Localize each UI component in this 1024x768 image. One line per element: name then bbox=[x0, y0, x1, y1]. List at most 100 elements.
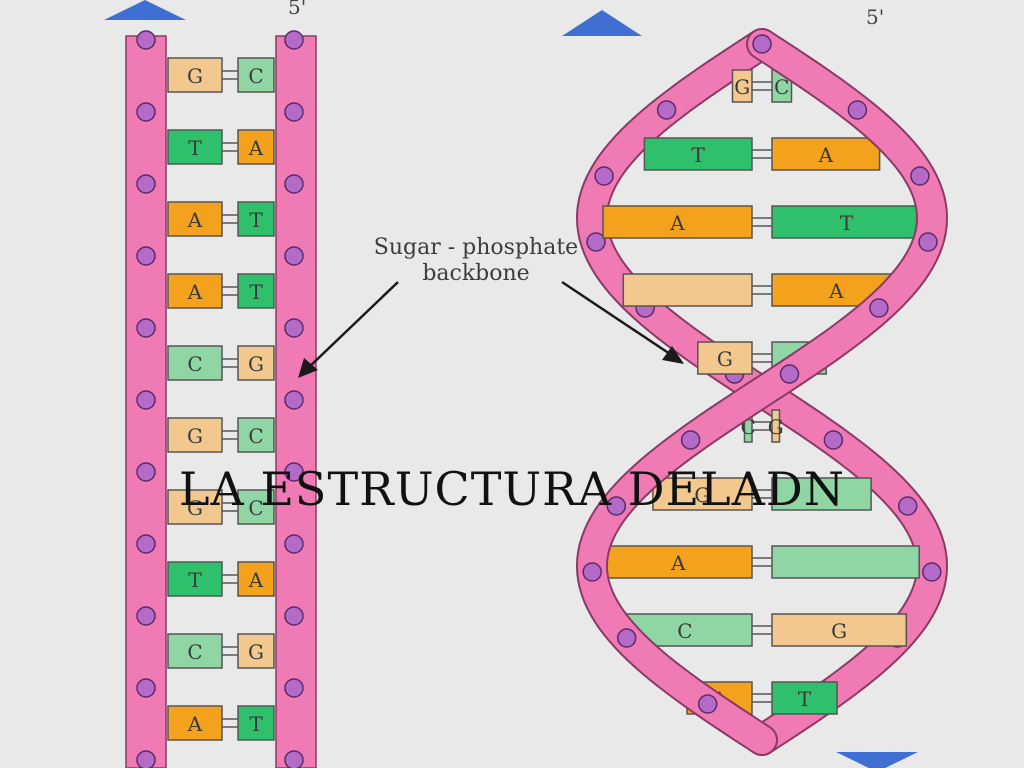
helix-base-left-label: G bbox=[717, 347, 733, 371]
phosphate-group bbox=[606, 496, 627, 516]
helix-top-end-marker bbox=[562, 10, 642, 36]
phosphate-group bbox=[284, 606, 304, 626]
phosphate-group bbox=[779, 364, 800, 384]
arrow-to-helix bbox=[561, 280, 677, 360]
phosphate-group bbox=[136, 678, 156, 698]
ladder-base-right-label: T bbox=[249, 208, 263, 232]
phosphate-group bbox=[697, 694, 718, 714]
ladder-base-left-label: A bbox=[187, 208, 203, 232]
ladder-base-left-label: A bbox=[187, 712, 203, 736]
helix-base-left bbox=[643, 137, 753, 171]
ladder-base-left bbox=[167, 345, 223, 381]
ladder-base-left-label: T bbox=[188, 568, 202, 592]
phosphate-group bbox=[136, 606, 156, 626]
helix-base-right bbox=[771, 545, 920, 579]
ladder-base-left bbox=[167, 489, 223, 525]
phosphate-group bbox=[284, 534, 304, 554]
phosphate-group bbox=[284, 30, 304, 50]
ladder-base-right-label: C bbox=[248, 424, 263, 448]
ladder-base-left-label: C bbox=[187, 352, 202, 376]
helix-base-right bbox=[771, 137, 881, 171]
helix-base-pair: A bbox=[604, 545, 920, 579]
phosphate-group bbox=[284, 390, 304, 410]
phosphate-group bbox=[897, 496, 918, 516]
ladder-base-left-label: G bbox=[187, 424, 203, 448]
helix-base-left bbox=[622, 273, 753, 307]
helix-base-left-label: G bbox=[734, 75, 750, 99]
ladder-phosphates bbox=[136, 30, 304, 768]
ladder-base-right bbox=[237, 201, 275, 237]
phosphate-group bbox=[847, 100, 868, 120]
phosphate-group bbox=[136, 246, 156, 266]
ladder-base-left bbox=[167, 57, 223, 93]
ladder-base-right-label: G bbox=[248, 352, 264, 376]
ladder-base-left bbox=[167, 273, 223, 309]
ladder-base-right-label: A bbox=[248, 568, 264, 592]
helix-base-right-label: T bbox=[798, 687, 812, 711]
helix-base-pair: A bbox=[622, 273, 902, 307]
ladder-base-right bbox=[237, 633, 275, 669]
phosphate-group bbox=[136, 534, 156, 554]
ladder-base-left bbox=[167, 129, 223, 165]
helix-base-pair: G bbox=[652, 477, 872, 511]
ladder-base-left bbox=[167, 633, 223, 669]
phosphate-group bbox=[586, 232, 606, 252]
phosphate-group bbox=[616, 628, 637, 648]
phosphate-group bbox=[136, 390, 156, 410]
helix-base-right-label: T bbox=[840, 211, 854, 235]
ladder-base-left-label: G bbox=[187, 64, 203, 88]
ladder-base-left-label: T bbox=[188, 136, 202, 160]
ladder-base-right-label: G bbox=[248, 640, 264, 664]
helix-base-left-label: C bbox=[677, 619, 692, 643]
ladder-base-right-label: A bbox=[248, 136, 264, 160]
ladder-base-right bbox=[237, 561, 275, 597]
phosphate-group bbox=[680, 430, 701, 450]
helix-base-left bbox=[697, 341, 753, 375]
ladder-base-left-label: A bbox=[187, 280, 203, 304]
helix-strand-front-ribbon bbox=[577, 30, 947, 754]
ladder-base-left-label: C bbox=[187, 640, 202, 664]
phosphate-group bbox=[136, 30, 156, 50]
helix-base-right bbox=[771, 409, 781, 443]
phosphate-group bbox=[136, 318, 156, 338]
ladder-base-right-label: C bbox=[248, 64, 263, 88]
helix-base-left-label: T bbox=[692, 143, 706, 167]
arrow-to-ladder-head bbox=[298, 358, 318, 378]
helix-base-left-label: A bbox=[669, 211, 685, 235]
phosphate-group bbox=[910, 166, 930, 186]
helix-base-right bbox=[771, 477, 872, 511]
phosphate-group bbox=[656, 100, 677, 120]
ladder-base-left bbox=[167, 201, 223, 237]
annotation-line-2: backbone bbox=[422, 261, 529, 286]
helix-base-right-label: A bbox=[818, 143, 834, 167]
phosphate-group bbox=[136, 174, 156, 194]
ladder-base-right-label: C bbox=[248, 496, 263, 520]
phosphate-group bbox=[136, 750, 156, 768]
helix-base-right bbox=[771, 205, 922, 239]
helix-base-right bbox=[771, 613, 908, 647]
ladder-top-end-marker bbox=[104, 0, 186, 20]
page-title: LA ESTRUCTURA DELADN bbox=[178, 462, 846, 516]
helix-base-left bbox=[731, 69, 753, 103]
helix-top-end-label: 5' bbox=[866, 5, 884, 29]
helix-base-left-label: G bbox=[694, 483, 710, 507]
phosphate-group bbox=[284, 750, 304, 768]
helix-base-right-label: G bbox=[768, 415, 784, 439]
helix-base-right-label: A bbox=[828, 279, 844, 303]
helix-base-left-label: A bbox=[670, 551, 686, 575]
helix-strand-front bbox=[575, 28, 949, 756]
phosphate-group bbox=[284, 246, 304, 266]
